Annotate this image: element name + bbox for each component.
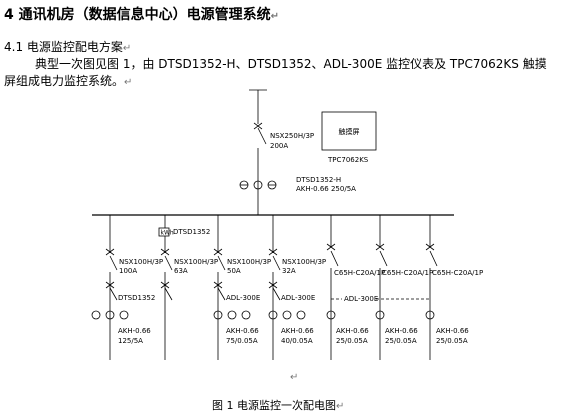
svg-text:NSX100H/3P: NSX100H/3P <box>227 258 271 266</box>
svg-text:AKH-0.66: AKH-0.66 <box>118 327 151 335</box>
svg-text:AKH-0.66: AKH-0.66 <box>436 327 469 335</box>
paragraph-mark: ↵ <box>336 401 345 412</box>
meter-dtsd1352-label: DTSD1352 <box>173 228 210 236</box>
svg-text:kWh: kWh <box>161 230 174 237</box>
svg-text:AKH-0.66: AKH-0.66 <box>281 327 314 335</box>
ct-symbol <box>253 180 263 190</box>
paragraph-mark: ↵ <box>270 11 280 22</box>
touchscreen-model: TPC7062KS <box>327 156 369 164</box>
svg-text:25/0.05A: 25/0.05A <box>385 337 417 345</box>
main-ct-label: AKH-0.66 250/5A <box>296 185 356 193</box>
subsection-heading: 4.1 电源监控配电方案↵ <box>4 40 132 54</box>
svg-text:100A: 100A <box>119 267 137 275</box>
svg-text:NSX100H/3P: NSX100H/3P <box>119 258 163 266</box>
svg-text:63A: 63A <box>174 267 188 275</box>
paragraph-mark: ↵ <box>124 77 133 88</box>
main-meter-model: DTSD1352-H <box>296 176 341 184</box>
touchscreen: 触摸屏 TPC7062KS <box>321 111 377 164</box>
svg-text:NSX100H/3P: NSX100H/3P <box>282 258 326 266</box>
paragraph-mark: ↵ <box>122 43 132 54</box>
svg-text:25/0.05A: 25/0.05A <box>436 337 468 345</box>
svg-text:ADL-300E: ADL-300E <box>226 294 260 302</box>
svg-text:NSX100H/3P: NSX100H/3P <box>174 258 218 266</box>
svg-text:ADL-300E: ADL-300E <box>281 294 315 302</box>
svg-text:DTSD1352: DTSD1352 <box>118 294 155 302</box>
branch-2: kWh DTSD1352 NSX100H/3P 63A <box>158 215 218 360</box>
svg-text:125/5A: 125/5A <box>118 337 143 345</box>
dtsd1352-meter-box <box>158 227 170 237</box>
branch-4: NSX100H/3P 32A ADL-300E AKH-0.66 40/0.05… <box>268 215 326 360</box>
meter-adl-label: ADL-300E <box>344 295 378 303</box>
main-breaker-blade <box>257 127 267 145</box>
branch-5: C65H-C20A/1P AKH-0.66 25/0.05A <box>326 215 385 360</box>
svg-text:32A: 32A <box>282 267 296 275</box>
svg-text:40/0.05A: 40/0.05A <box>281 337 313 345</box>
main-breaker-rating: 200A <box>270 142 288 150</box>
adl-meter-shared: ADL-300E <box>331 295 430 303</box>
svg-text:AKH-0.66: AKH-0.66 <box>336 327 369 335</box>
section-heading: 4 通讯机房（数据信息中心）电源管理系统↵ <box>4 7 280 23</box>
svg-text:AKH-0.66: AKH-0.66 <box>226 327 259 335</box>
paragraph-mark: ↵ <box>290 372 299 383</box>
figure-caption: 图 1 电源监控一次配电图↵ <box>212 399 345 412</box>
svg-text:50A: 50A <box>227 267 241 275</box>
paragraph-line-2: 屏组成电力监控系统。↵ <box>4 74 133 88</box>
incoming-feeder: NSX250H/3P 200A DTSD1352-H AKH-0.66 250/… <box>239 89 356 215</box>
touchscreen-label: 触摸屏 <box>339 127 360 136</box>
branch-1: NSX100H/3P 100A DTSD1352 AKH-0.66 125/5A <box>91 215 163 360</box>
branch-3: NSX100H/3P 50A ADL-300E AKH-0.66 75/0.05… <box>213 215 271 360</box>
svg-text:AKH-0.66: AKH-0.66 <box>385 327 418 335</box>
svg-text:C65H-C20A/1P: C65H-C20A/1P <box>382 269 433 277</box>
svg-text:25/0.05A: 25/0.05A <box>336 337 368 345</box>
svg-text:C65H-C20A/1P: C65H-C20A/1P <box>432 269 483 277</box>
branch-7: C65H-C20A/1P AKH-0.66 25/0.05A <box>425 215 483 360</box>
main-breaker-model: NSX250H/3P <box>270 132 314 140</box>
paragraph-line-1: 典型一次图见图 1，由 DTSD1352-H、DTSD1352、ADL-300E… <box>35 57 547 71</box>
touchscreen-box <box>321 111 377 151</box>
svg-text:C65H-C20A/1P: C65H-C20A/1P <box>334 269 385 277</box>
svg-text:75/0.05A: 75/0.05A <box>226 337 258 345</box>
branch-6: C65H-C20A/1P AKH-0.66 25/0.05A <box>375 215 433 360</box>
